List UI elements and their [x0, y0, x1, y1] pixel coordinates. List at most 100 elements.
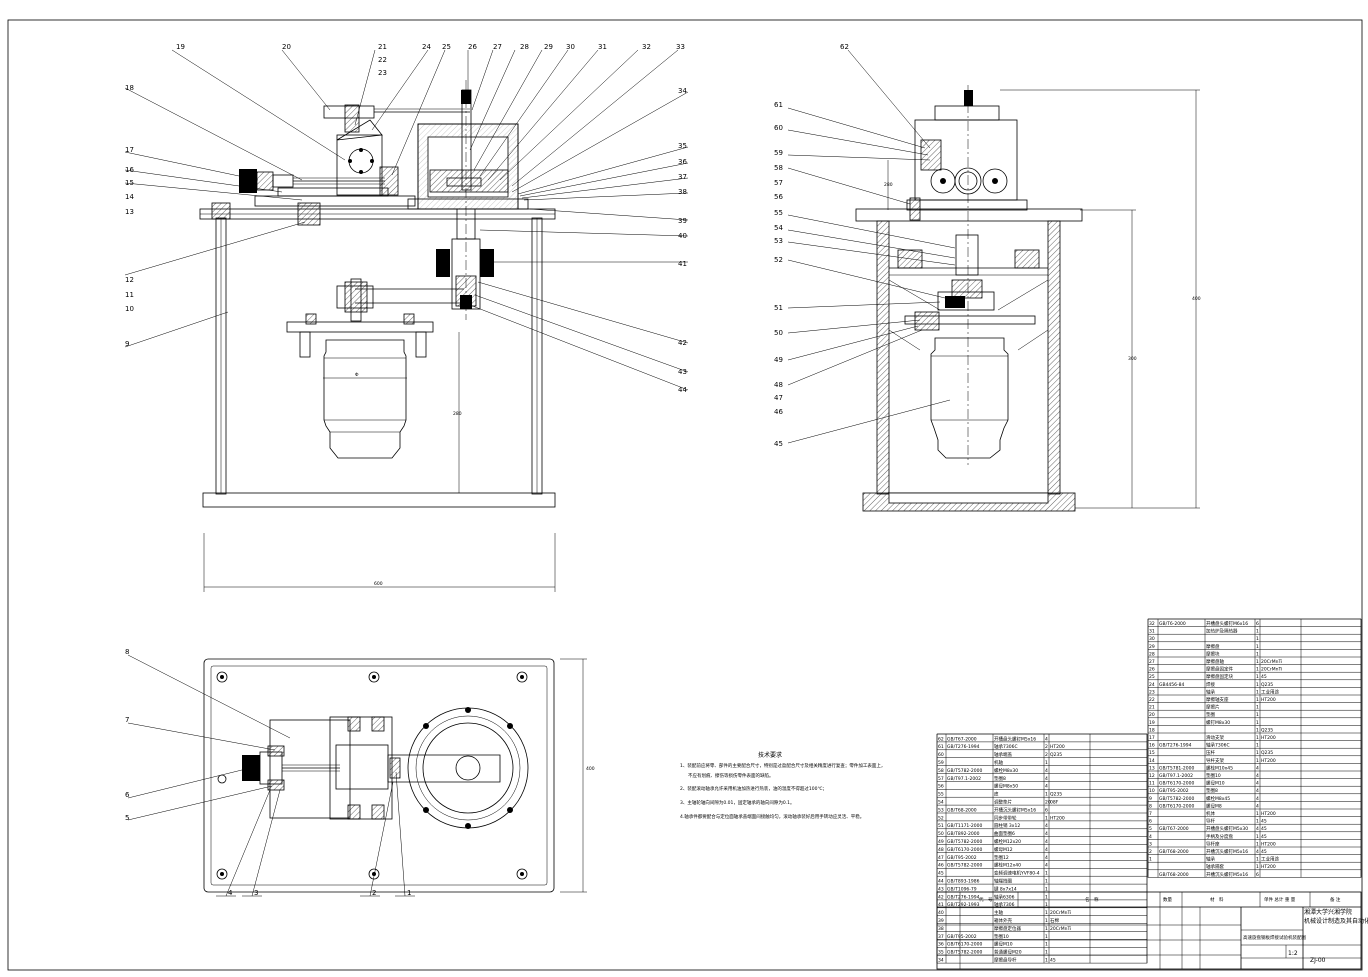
svg-text:50: 50 — [774, 329, 783, 337]
bom_lower-cell: GB/T276-1994 — [947, 894, 980, 900]
bom_upper-cell: 垫圈8 — [1206, 787, 1218, 794]
dimension-side-height-1: 300 — [1128, 356, 1137, 362]
bom_upper-cell: 摩擦盘固定块 — [1206, 673, 1233, 680]
bom_upper-cell: GB/T6170-2000 — [1159, 781, 1195, 787]
bom_upper-cell: 螺栓M8x45 — [1206, 795, 1230, 802]
bom_upper-cell: 1 — [1256, 689, 1259, 695]
svg-text:42: 42 — [678, 339, 687, 347]
svg-text:34: 34 — [678, 87, 687, 95]
dimension-side-small: 280 — [884, 182, 893, 188]
bom_lower-cell: 普通螺母M20 — [994, 949, 1022, 956]
bom_upper-cell: 7 — [1149, 811, 1152, 817]
bom_upper-cell: 螺母M10 — [1206, 780, 1225, 787]
bom_upper-cell: 1 — [1256, 834, 1259, 840]
bom_lower-cell: 键 8x7x14 — [994, 885, 1017, 892]
bom_lower-cell: GB/T5782-2000 — [947, 839, 983, 845]
bom_lower-cell: 56 — [938, 784, 944, 790]
svg-text:9: 9 — [125, 340, 129, 348]
svg-text:57: 57 — [774, 179, 783, 187]
bom_lower-cell: 皮 — [994, 791, 999, 798]
svg-text:44: 44 — [678, 386, 687, 394]
svg-text:38: 38 — [678, 188, 687, 196]
bom_lower-cell: 1 — [1045, 886, 1048, 892]
bom_lower-cell: GB/T276-1994 — [947, 744, 980, 750]
bom_upper-cell: 1 — [1256, 651, 1259, 657]
svg-text:21: 21 — [378, 43, 387, 51]
bom_upper-cell: HT200 — [1261, 735, 1276, 741]
bom_upper-cell: 压杆 — [1206, 749, 1215, 756]
svg-text:5: 5 — [125, 814, 129, 822]
bom_lower-cell: HT200 — [1050, 744, 1065, 750]
bom_lower-cell: 08F — [1050, 800, 1059, 806]
svg-text:10: 10 — [125, 305, 134, 313]
bom_lower-cell: GB/T6170-2000 — [947, 847, 983, 853]
bom_upper-cell: 23 — [1149, 689, 1155, 695]
bom_upper-cell: 1 — [1256, 674, 1259, 680]
bom_lower-cell: 螺母M8x50 — [994, 783, 1018, 790]
bom_upper-cell: GB/T276-1994 — [1159, 743, 1192, 749]
svg-text:16: 16 — [125, 166, 134, 174]
bom_lower-cell: GB/T292-1993 — [947, 902, 980, 908]
bom_upper-cell: 24 — [1149, 682, 1155, 688]
svg-text:27: 27 — [493, 43, 502, 51]
drawing-scale: 1:2 — [1288, 950, 1298, 957]
bom_upper-cell: 导杆 — [1206, 818, 1215, 825]
bom_upper-cell: 1 — [1256, 644, 1259, 650]
bom_upper-cell: 45 — [1261, 849, 1267, 855]
bom_lower-cell: 石棉 — [1050, 917, 1059, 924]
drawing-frame — [7, 19, 1363, 971]
bom_lower-cell: 41 — [938, 902, 944, 908]
bom_upper-cell: 导杆支架 — [1206, 757, 1224, 764]
bom_lower-cell: 1 — [1045, 942, 1048, 948]
bom_upper-cell: 加热炉及隔热器 — [1206, 628, 1238, 635]
bom_upper-cell: 20 — [1149, 712, 1155, 718]
bom_upper-cell: GB/T95-2002 — [1159, 788, 1189, 794]
svg-text:32: 32 — [642, 43, 651, 51]
svg-text:24: 24 — [422, 43, 431, 51]
bom_upper-cell: 摩擦轴支座 — [1206, 696, 1229, 703]
bom_upper-cell: 11 — [1149, 781, 1155, 787]
bom_lower-cell: 1 — [1045, 792, 1048, 798]
svg-text:4: 4 — [228, 889, 233, 897]
tech-notes-title: 技术要求 — [758, 751, 782, 759]
bom_lower-cell: GB/T893-1986 — [947, 879, 980, 885]
front-view-callouts: 19 20 21 22 23 24 25 26 27 28 29 30 31 3… — [125, 43, 687, 394]
bom_lower-cell: 同步带带轮 — [994, 814, 1017, 821]
bom_upper-cell: 垫圈 — [1206, 711, 1215, 718]
bom_lower-cell: 摩擦盘导杆 — [994, 957, 1017, 964]
bom_lower-cell: HT200 — [1050, 815, 1065, 821]
bom_lower-cell: 曲面垫圈6 — [994, 830, 1015, 837]
bom_upper-cell: 1 — [1256, 841, 1259, 847]
bom-header-code: 代 号 — [979, 896, 993, 903]
bom_lower-cell: 1 — [1045, 871, 1048, 877]
svg-text:53: 53 — [774, 237, 783, 245]
bom_lower-cell: 2 — [1045, 752, 1048, 758]
bom_lower-cell: 50 — [938, 831, 944, 837]
svg-text:17: 17 — [125, 146, 134, 154]
bom_upper-cell: 32 — [1149, 621, 1155, 627]
svg-text:30: 30 — [566, 43, 575, 51]
bom_lower-cell: 圆柱销 3x12 — [994, 822, 1020, 829]
bom_upper-cell: GB/T5782-2000 — [1159, 796, 1195, 802]
bom_upper-cell: 6 — [1149, 819, 1152, 825]
tech-note-2: 不应有划痕、擦伤等损伤零件表面的缺陷。 — [688, 772, 774, 779]
bom_upper-cell: HT200 — [1261, 811, 1276, 817]
bom_upper-cell: 轴承隔套 — [1206, 863, 1224, 870]
svg-text:52: 52 — [774, 256, 783, 264]
bom_upper-cell: 45 — [1261, 819, 1267, 825]
bom_upper-cell: 轴承 — [1206, 688, 1215, 695]
bom_lower-cell: 51 — [938, 823, 944, 829]
svg-text:13: 13 — [125, 208, 134, 216]
bom_upper-cell: 机体 — [1206, 810, 1215, 817]
bom_lower-cell: 开槽沉头螺钉M5x16 — [994, 806, 1036, 813]
bom_upper-cell: 18 — [1149, 727, 1155, 733]
bom_lower-cell: 45 — [1050, 958, 1056, 964]
bom_lower-cell: 48 — [938, 847, 944, 853]
bom_lower-cell: GB/T1171-2000 — [947, 823, 983, 829]
bom_upper-cell: 摩擦块 — [1206, 650, 1220, 657]
bom_lower-cell: 61 — [938, 744, 944, 750]
bom_upper-cell: 3 — [1149, 841, 1152, 847]
bom_lower-cell: GB/T67-2000 — [947, 736, 977, 742]
bom_lower-cell: 轴承端盖 — [994, 751, 1012, 758]
